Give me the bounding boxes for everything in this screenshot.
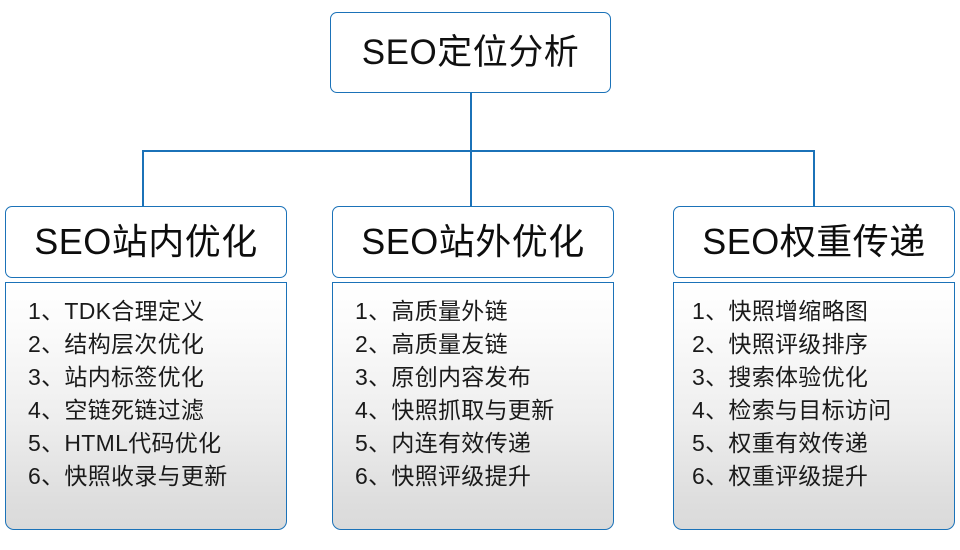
- connector-branch-left: [142, 150, 144, 207]
- column-body-offsite: 1、高质量外链 2、高质量友链 3、原创内容发布 4、快照抓取与更新 5、内连有…: [332, 282, 614, 530]
- column-header-label: SEO站内优化: [34, 221, 258, 262]
- connector-branch-right: [813, 150, 815, 207]
- list-item: 4、快照抓取与更新: [355, 397, 555, 423]
- connector-branch-center: [470, 150, 472, 207]
- column-body-onsite: 1、TDK合理定义 2、结构层次优化 3、站内标签优化 4、空链死链过滤 5、H…: [5, 282, 287, 530]
- connector-horizontal-bar: [142, 150, 815, 152]
- column-onsite-optimization: SEO站内优化 1、TDK合理定义 2、结构层次优化 3、站内标签优化 4、空链…: [5, 206, 287, 530]
- list-item: 2、快照评级排序: [692, 331, 869, 357]
- list-item: 1、高质量外链: [355, 298, 508, 324]
- list-item: 5、权重有效传递: [692, 430, 869, 456]
- column-header-weight: SEO权重传递: [673, 206, 955, 278]
- list-item: 5、HTML代码优化: [28, 430, 222, 456]
- column-header-onsite: SEO站内优化: [5, 206, 287, 278]
- list-item: 5、内连有效传递: [355, 430, 532, 456]
- item-list: 1、高质量外链 2、高质量友链 3、原创内容发布 4、快照抓取与更新 5、内连有…: [333, 295, 613, 493]
- column-header-label: SEO站外优化: [361, 221, 585, 262]
- column-body-weight: 1、快照增缩略图 2、快照评级排序 3、搜索体验优化 4、检索与目标访问 5、权…: [673, 282, 955, 530]
- list-item: 6、快照评级提升: [355, 463, 532, 489]
- column-header-offsite: SEO站外优化: [332, 206, 614, 278]
- root-node-label: SEO定位分析: [361, 33, 580, 72]
- root-node: SEO定位分析: [330, 12, 611, 93]
- column-header-label: SEO权重传递: [702, 221, 926, 262]
- list-item: 1、TDK合理定义: [28, 298, 205, 324]
- item-list: 1、快照增缩略图 2、快照评级排序 3、搜索体验优化 4、检索与目标访问 5、权…: [674, 295, 954, 493]
- list-item: 1、快照增缩略图: [692, 298, 869, 324]
- column-offsite-optimization: SEO站外优化 1、高质量外链 2、高质量友链 3、原创内容发布 4、快照抓取与…: [332, 206, 614, 530]
- connector-root-stem: [470, 93, 472, 152]
- list-item: 2、结构层次优化: [28, 331, 205, 357]
- list-item: 4、检索与目标访问: [692, 397, 892, 423]
- list-item: 3、搜索体验优化: [692, 364, 869, 390]
- list-item: 2、高质量友链: [355, 331, 508, 357]
- list-item: 4、空链死链过滤: [28, 397, 205, 423]
- list-item: 3、站内标签优化: [28, 364, 205, 390]
- list-item: 6、快照收录与更新: [28, 463, 228, 489]
- list-item: 3、原创内容发布: [355, 364, 532, 390]
- item-list: 1、TDK合理定义 2、结构层次优化 3、站内标签优化 4、空链死链过滤 5、H…: [6, 295, 286, 493]
- list-item: 6、权重评级提升: [692, 463, 869, 489]
- column-weight-transfer: SEO权重传递 1、快照增缩略图 2、快照评级排序 3、搜索体验优化 4、检索与…: [673, 206, 955, 530]
